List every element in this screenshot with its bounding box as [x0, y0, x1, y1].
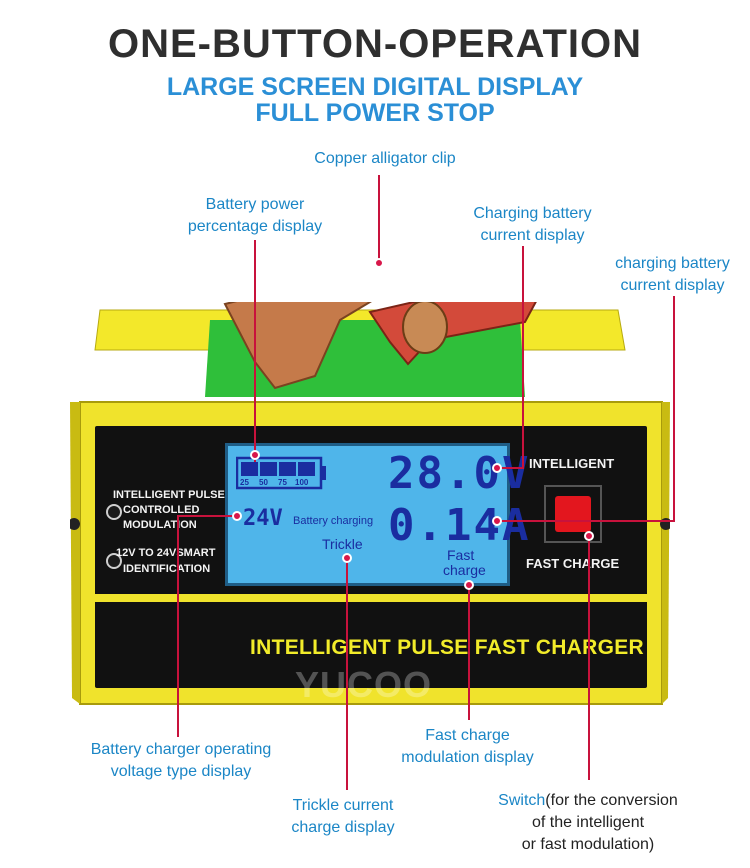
- callout-line: modulation display: [401, 749, 534, 766]
- watermark-logo: YUCOO: [295, 664, 433, 705]
- lcd-status: Battery charging: [293, 515, 374, 527]
- callout-operating-voltage: Battery charger operating voltage type d…: [72, 739, 290, 783]
- callout-copper-clip: Copper alligator clip: [314, 150, 456, 167]
- callout-battery-percent: Battery power percentage display: [165, 194, 345, 238]
- callout-dot: [492, 463, 502, 473]
- callout-dot: [584, 531, 594, 541]
- intelligent-label: INTELLIGENT: [529, 456, 615, 471]
- battery-percent-icon: [236, 456, 326, 490]
- lcd-charge: charge: [443, 562, 486, 578]
- callout-fast-modulation: Fast charge modulation display: [385, 725, 550, 769]
- sub-headline-2: FULL POWER STOP: [255, 99, 495, 127]
- lcd-fast: Fast: [447, 547, 475, 563]
- percent-mark: 50: [259, 478, 268, 487]
- callout-line: Switch(for the conversion: [478, 790, 698, 812]
- callout-line: charging battery: [615, 255, 730, 272]
- main-headline: ONE-BUTTON-OPERATION: [107, 22, 643, 66]
- callout-line: current display: [620, 277, 725, 294]
- callout-line: Battery power: [205, 196, 305, 213]
- lcd-battery-type: 24V: [243, 506, 283, 531]
- callout-line: Charging battery: [473, 205, 592, 222]
- callout-dot: [342, 553, 352, 563]
- callout-switch-desc: (for the conversion: [545, 792, 678, 809]
- percent-mark: 75: [278, 478, 287, 487]
- callout-line: percentage display: [187, 218, 323, 235]
- callout-line: voltage type display: [110, 763, 252, 780]
- callout-line: current display: [480, 227, 585, 244]
- callout-line: Trickle current: [292, 797, 394, 814]
- callout-line: of the intelligent: [531, 814, 645, 831]
- mode-switch-button-face[interactable]: [555, 496, 591, 532]
- lcd-current: 0.14A: [388, 500, 531, 551]
- percent-mark: 100: [295, 478, 309, 487]
- callout-dot: [374, 258, 384, 268]
- callout-switch: Switch(for the conversion of the intelli…: [478, 790, 698, 856]
- percent-mark: 25: [240, 478, 249, 487]
- lcd-voltage: 28.0V: [388, 448, 531, 499]
- lcd-trickle: Trickle: [322, 536, 363, 552]
- callout-charging-current-a: Charging battery current display: [455, 203, 610, 247]
- callout-line: Battery charger operating: [90, 741, 272, 758]
- callout-charging-current-b: charging battery current display: [600, 253, 745, 297]
- brand-strip: INTELLIGENT PULSE FAST CHARGER: [250, 636, 645, 659]
- callout-trickle: Trickle current charge display: [270, 795, 416, 839]
- callout-switch-title: Switch: [498, 792, 546, 809]
- panel-label: 12V TO 24VSMART: [116, 547, 216, 559]
- callout-line: Fast charge: [425, 727, 510, 744]
- callout-line: charge display: [291, 819, 395, 836]
- callout-dot: [464, 580, 474, 590]
- callout-dot: [232, 511, 242, 521]
- callout-dot: [250, 450, 260, 460]
- panel-label: INTELLIGENT PULSE: [113, 489, 225, 501]
- panel-label: IDENTIFICATION: [123, 563, 211, 575]
- fast-charge-label: FAST CHARGE: [526, 556, 620, 571]
- panel-label: CONTROLLED: [123, 504, 200, 516]
- callout-line: or fast modulation): [521, 836, 655, 853]
- panel-label: MODULATION: [123, 519, 197, 531]
- sub-headline-1: LARGE SCREEN DIGITAL DISPLAY: [166, 73, 584, 101]
- callout-dot: [492, 516, 502, 526]
